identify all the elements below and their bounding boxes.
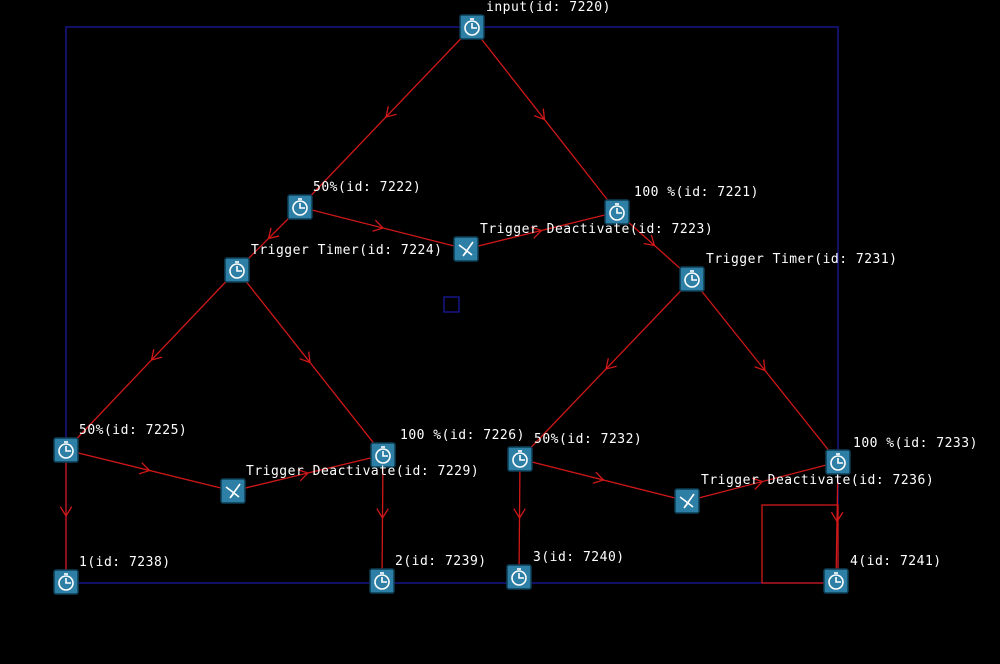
edge-arrow-icon	[533, 108, 546, 121]
timer-icon	[511, 568, 527, 586]
edge-arrow-icon	[372, 219, 385, 232]
node-n7222[interactable]: 50%(id: 7222)	[287, 180, 421, 220]
node-label: Trigger Deactivate(id: 7236)	[701, 473, 934, 488]
node-label: 100 %(id: 7226)	[400, 428, 525, 443]
node-label: 50%(id: 7232)	[534, 432, 642, 447]
timer-icon	[58, 441, 74, 459]
node-label: 100 %(id: 7221)	[634, 185, 759, 200]
edge-arrow-icon	[605, 358, 617, 370]
timer-icon	[512, 450, 528, 468]
selection-rectangle	[761, 504, 839, 584]
node-n7225[interactable]: 50%(id: 7225)	[53, 423, 187, 463]
node-label: 3(id: 7240)	[533, 550, 625, 565]
edge-arrow-icon	[751, 477, 764, 490]
node-label: 50%(id: 7222)	[313, 180, 421, 195]
edge-arrow-icon	[830, 511, 844, 523]
edge-arrow-icon	[530, 226, 543, 239]
node-label: Trigger Timer(id: 7224)	[251, 243, 443, 258]
node-label: input(id: 7220)	[486, 0, 611, 15]
edge-arrow-icon	[754, 359, 766, 372]
node-n7233[interactable]: 100 %(id: 7233)	[825, 436, 978, 475]
edge-arrow-icon	[138, 462, 151, 475]
graph-center-marker	[443, 296, 460, 313]
node-box[interactable]	[453, 236, 479, 262]
node-n7238[interactable]: 1(id: 7238)	[53, 555, 171, 595]
node-label: 1(id: 7238)	[79, 555, 171, 570]
edge-arrow-icon	[267, 227, 280, 240]
node-label: 4(id: 7241)	[850, 554, 942, 569]
edge-arrow-icon	[376, 508, 389, 520]
timer-icon	[292, 198, 308, 216]
timer-icon	[609, 203, 625, 221]
timer-icon	[464, 18, 480, 36]
node-n7229[interactable]: Trigger Deactivate(id: 7229)	[220, 464, 479, 504]
timer-icon	[830, 453, 846, 471]
node-label: Trigger Deactivate(id: 7223)	[480, 222, 713, 237]
node-n7221[interactable]: 100 %(id: 7221)	[604, 185, 759, 225]
edge-arrow-icon	[592, 471, 605, 484]
deactivate-icon	[458, 241, 474, 257]
timer-icon	[374, 572, 390, 590]
edges-layer	[59, 26, 844, 582]
node-label: 50%(id: 7225)	[79, 423, 187, 438]
node-n7231[interactable]: Trigger Timer(id: 7231)	[679, 252, 898, 292]
node-box[interactable]	[674, 488, 700, 514]
timer-icon	[375, 446, 391, 464]
nodes-layer: input(id: 7220) 50%(id: 7222) 100 %(id: 72…	[53, 0, 978, 595]
deactivate-icon	[679, 493, 695, 509]
graph-bounds-frame	[65, 26, 839, 584]
node-n7241[interactable]: 4(id: 7241)	[823, 554, 942, 594]
timer-icon	[229, 261, 245, 279]
node-n7239[interactable]: 2(id: 7239)	[369, 554, 487, 594]
timer-icon	[828, 572, 844, 590]
edge-arrow-icon	[150, 349, 163, 361]
node-n7226[interactable]: 100 %(id: 7226)	[370, 428, 525, 468]
deactivate-icon	[225, 483, 241, 499]
node-label: 100 %(id: 7233)	[853, 436, 978, 451]
node-box[interactable]	[220, 478, 246, 504]
node-label: Trigger Deactivate(id: 7229)	[246, 464, 479, 479]
node-label: 2(id: 7239)	[395, 554, 487, 569]
edge-arrow-icon	[297, 468, 310, 482]
edge-arrow-icon	[385, 106, 397, 118]
edge-arrow-icon	[643, 234, 656, 247]
timer-icon	[684, 270, 700, 288]
timer-icon	[58, 573, 74, 591]
node-n7236[interactable]: Trigger Deactivate(id: 7236)	[674, 473, 934, 514]
node-n7224[interactable]: Trigger Timer(id: 7224)	[224, 243, 443, 283]
node-n7240[interactable]: 3(id: 7240)	[506, 550, 625, 590]
edge-arrow-icon	[59, 506, 73, 518]
edge-arrow-icon	[299, 351, 311, 364]
node-n7232[interactable]: 50%(id: 7232)	[507, 432, 642, 472]
node-n7223[interactable]: Trigger Deactivate(id: 7223)	[453, 222, 713, 262]
node-n7220[interactable]: input(id: 7220)	[459, 0, 611, 40]
node-label: Trigger Timer(id: 7231)	[706, 252, 898, 267]
edge-arrow-icon	[513, 508, 526, 520]
